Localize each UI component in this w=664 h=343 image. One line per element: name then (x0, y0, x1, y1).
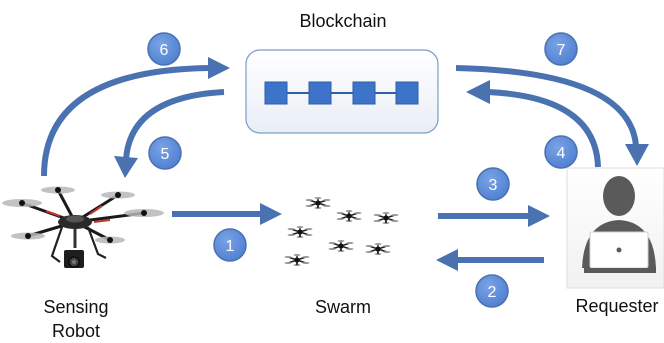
svg-text:1: 1 (226, 238, 235, 255)
step-badge-1: 1 (213, 228, 247, 262)
swarm-drones-icon (283, 196, 400, 267)
step-badge-2: 2 (475, 274, 509, 308)
requester-label: Requester (575, 296, 658, 316)
arrow-4-head (466, 80, 490, 104)
svg-text:4: 4 (557, 145, 566, 162)
step-badge-7: 7 (544, 32, 578, 66)
arrow-7 (455, 65, 639, 147)
svg-text:3: 3 (489, 177, 498, 194)
block-2-icon (308, 81, 332, 105)
arrow-5-head (114, 156, 138, 178)
svg-text:6: 6 (160, 42, 169, 59)
block-1-icon (264, 81, 288, 105)
arrow-3-head (528, 205, 550, 227)
block-4-icon (395, 81, 419, 105)
sensing-robot-drone-icon (2, 186, 164, 268)
arrow-1-head (260, 203, 282, 225)
arrow-2-head (436, 249, 458, 271)
blockchain-label: Blockchain (299, 11, 386, 31)
arrow-6-head (208, 57, 230, 79)
svg-text:5: 5 (161, 146, 170, 163)
arrow-6 (41, 65, 211, 177)
svg-text:7: 7 (557, 42, 566, 59)
arrow-5 (123, 89, 225, 161)
swarm-label: Swarm (315, 297, 371, 317)
sensing-robot-label-line2: Robot (52, 321, 100, 341)
step-badge-3: 3 (476, 167, 510, 201)
step-badge-6: 6 (147, 32, 181, 66)
sensing-robot-label-line1: Sensing (43, 297, 108, 317)
arrow-4 (487, 89, 601, 168)
blockchain-panel (245, 49, 439, 134)
step-badge-5: 5 (148, 136, 182, 170)
step-badge-4: 4 (544, 135, 578, 169)
arrow-7-head (625, 144, 649, 166)
svg-text:2: 2 (488, 284, 497, 301)
block-3-icon (352, 81, 376, 105)
requester-person-icon (566, 167, 664, 289)
